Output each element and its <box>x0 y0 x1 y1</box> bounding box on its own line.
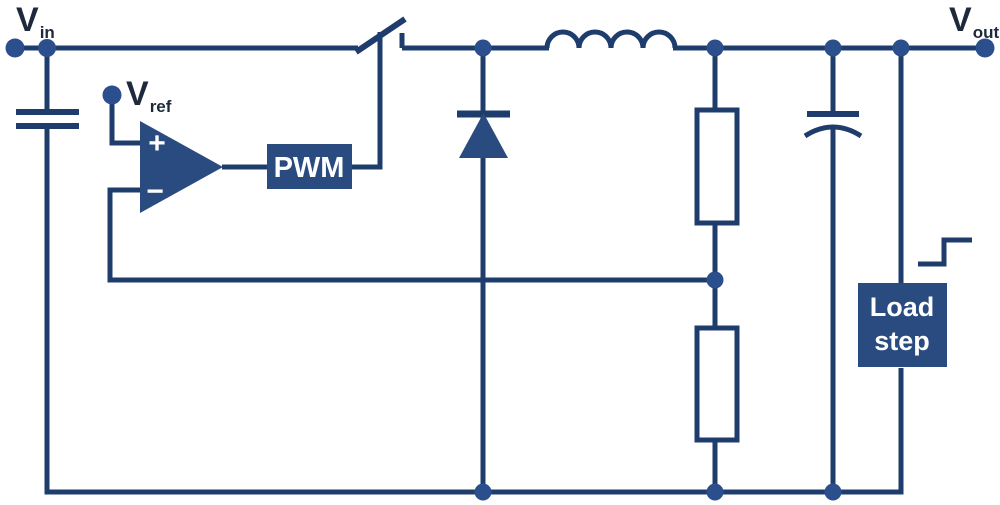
inductor <box>544 29 678 49</box>
junction-dot <box>824 483 842 501</box>
pwm-label: PWM <box>274 152 345 184</box>
junction-dot <box>706 271 724 289</box>
load-step-box <box>858 283 947 367</box>
vref-label-sub: ref <box>150 97 172 116</box>
vin-label: Vin <box>16 1 55 42</box>
vout-label: Vout <box>949 1 999 42</box>
junction-dot <box>824 39 842 57</box>
ground-rail <box>44 126 904 495</box>
load-step: Load step <box>858 48 947 367</box>
resistor-r1 <box>694 107 740 226</box>
opamp-plus-sign: + <box>148 127 166 160</box>
junction-dot <box>706 483 724 501</box>
noninverting-input-wire <box>109 95 141 146</box>
load-step-label-line2: step <box>874 326 930 356</box>
feedback-divider <box>694 48 740 492</box>
junction-dot <box>474 483 492 501</box>
output-capacitor <box>803 48 863 492</box>
junction-dot <box>474 39 492 57</box>
step-waveform-icon <box>918 237 972 267</box>
vin-label-base: V <box>16 1 39 39</box>
pwm-box <box>267 144 352 189</box>
diode-triangle <box>459 113 508 158</box>
opamp-triangle <box>140 121 223 213</box>
pwm-block: PWM <box>267 144 352 189</box>
pwm-to-switch-wire <box>352 32 383 170</box>
ground-rail-path <box>44 126 904 495</box>
vref-terminal-dot <box>102 85 122 105</box>
feedback-line <box>107 187 715 283</box>
opamp-minus-sign: − <box>146 175 164 208</box>
junction-dot <box>38 39 56 57</box>
vin-terminal-dot <box>5 38 25 58</box>
load-step-label-line1: Load <box>870 292 935 322</box>
vin-label-sub: in <box>40 23 55 42</box>
junction-dot <box>892 39 910 57</box>
error-amplifier: + − <box>140 121 223 213</box>
vout-terminal-dot <box>975 38 995 58</box>
vref-label-base: V <box>126 75 149 113</box>
vout-label-base: V <box>949 1 972 39</box>
junction-dots <box>38 39 910 501</box>
vref-terminal <box>102 85 141 146</box>
vout-label-sub: out <box>973 23 1000 42</box>
junction-dot <box>706 39 724 57</box>
vref-label: Vref <box>126 75 172 116</box>
output-capacitor-plate-curved <box>803 124 863 139</box>
input-capacitor <box>16 48 79 129</box>
resistor-r2 <box>694 325 740 443</box>
freewheel-diode-branch <box>457 48 510 492</box>
